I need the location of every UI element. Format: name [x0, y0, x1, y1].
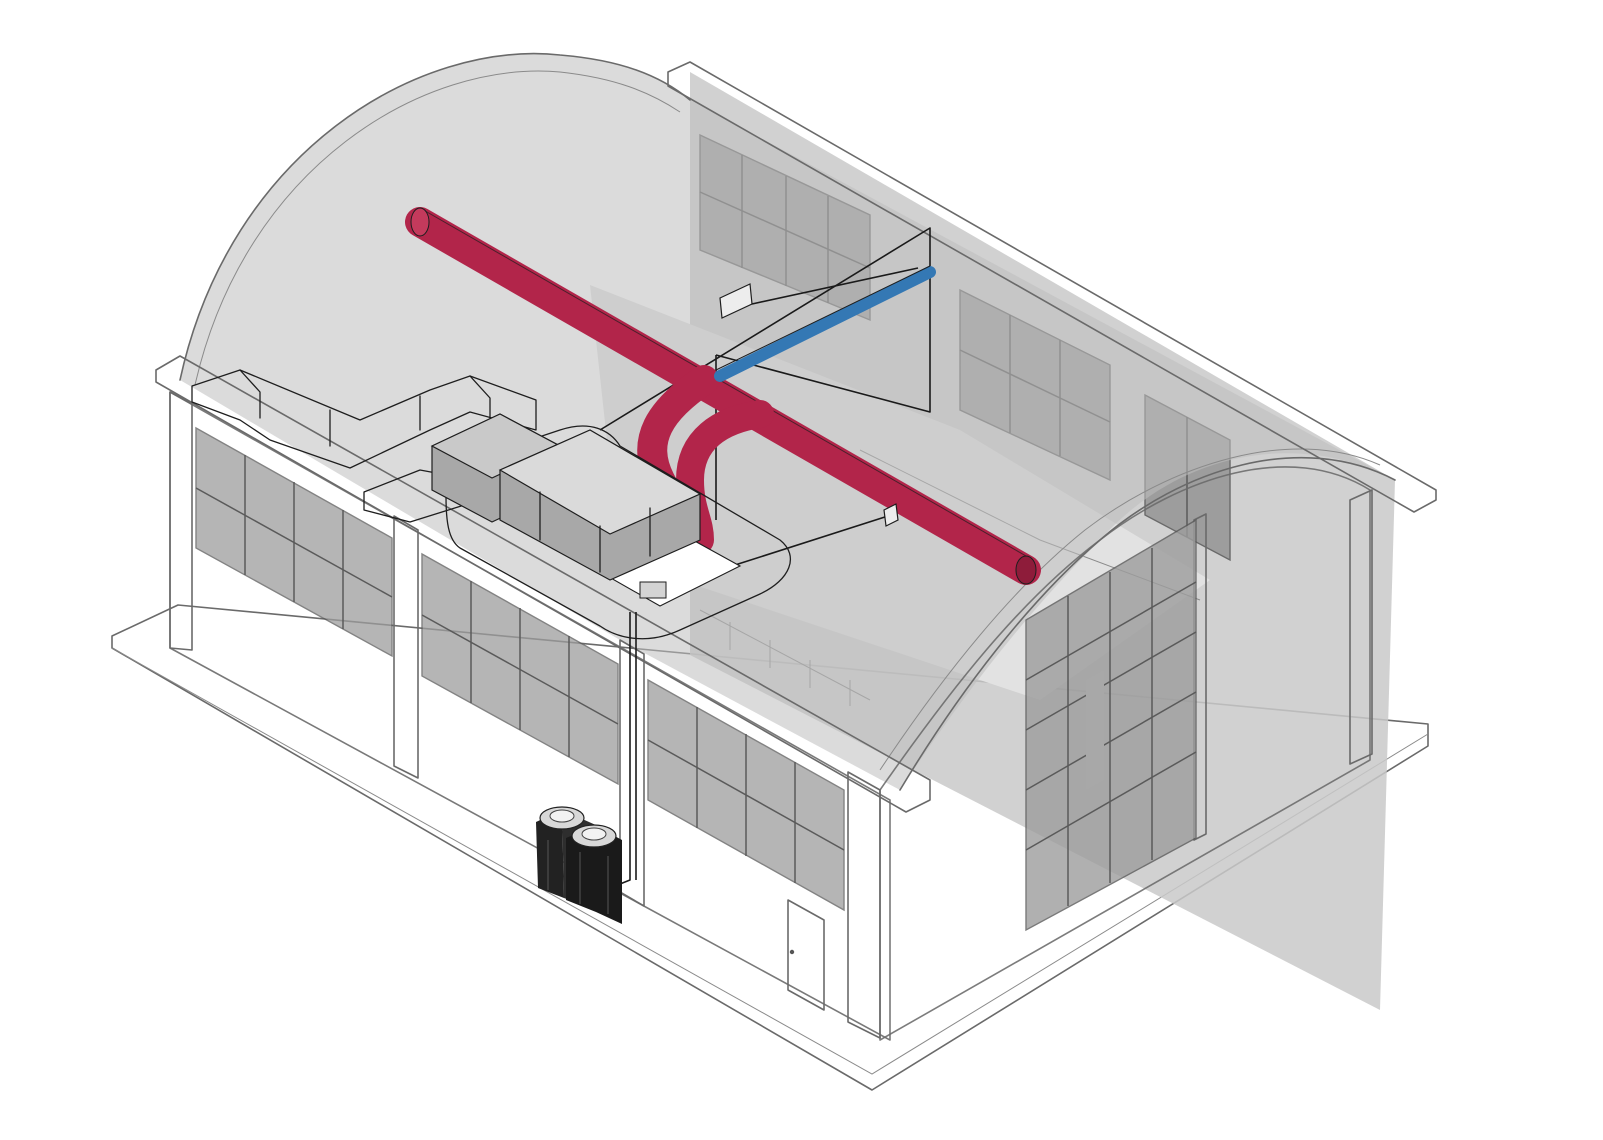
outdoor-condensing-units: [536, 806, 622, 924]
indoor-wall-units: [719, 283, 899, 527]
air-handling-unit: [430, 413, 702, 599]
entrance-door: [787, 899, 825, 1011]
front-window-bay-3: [647, 678, 845, 912]
gable-glazing: [1025, 518, 1197, 932]
front-wall: [155, 355, 931, 1041]
right-gable-wall: [879, 466, 1373, 1041]
front-window-bay-2: [421, 552, 619, 786]
front-window-bay-1: [195, 426, 393, 658]
